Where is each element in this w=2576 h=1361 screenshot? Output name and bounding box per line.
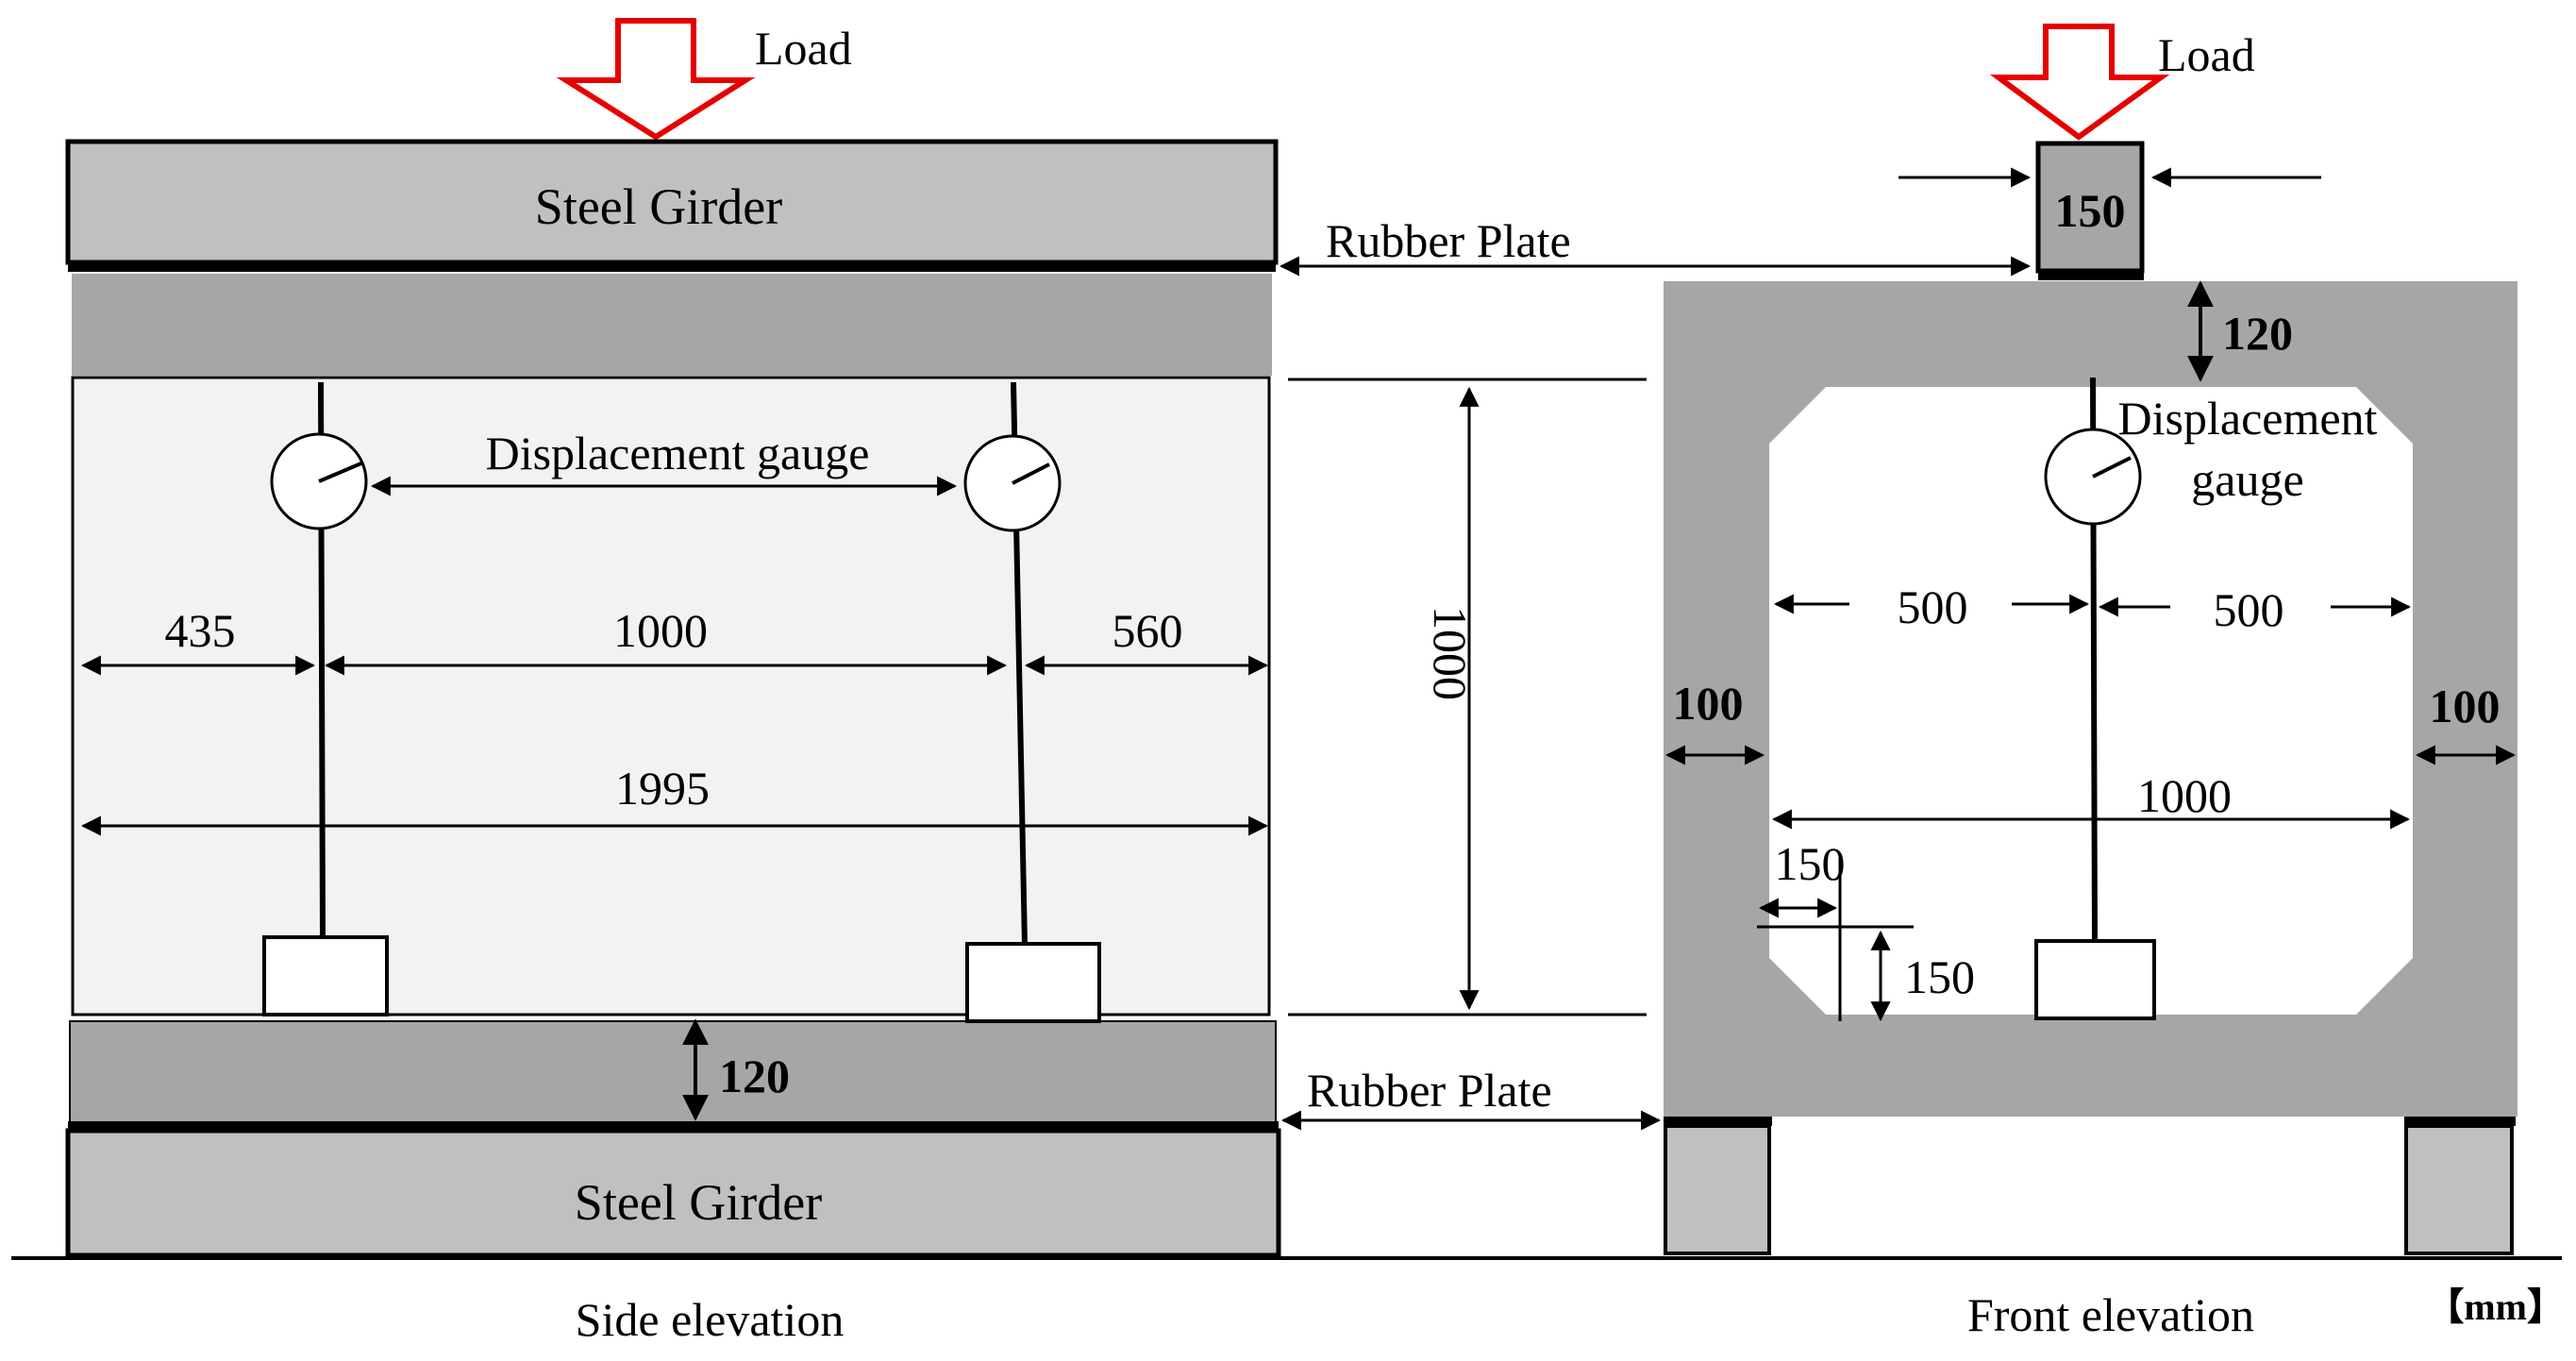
side-top-girder <box>65 139 1279 265</box>
side-top-girder-label: Steel Girder <box>535 178 782 235</box>
side-dim-435: 435 <box>165 604 236 657</box>
front-gauge <box>2034 377 2156 1020</box>
front-bottom-rubber-right <box>2404 1117 2516 1126</box>
height-dim-label: 1000 <box>1424 606 1477 700</box>
front-support-left <box>1664 1124 1771 1255</box>
side-elevation: Load Steel Girder Steel Girder <box>65 18 1281 1346</box>
front-dim-500-right-bg <box>2175 555 2321 657</box>
side-bottom-slab <box>69 1020 1277 1124</box>
side-dim-120: 120 <box>719 1050 790 1102</box>
front-elevation: Load 150 120 Displacement gauge 500 <box>1664 24 2565 1341</box>
front-top-rubber-plate <box>2038 271 2144 280</box>
side-load-label: Load <box>755 22 852 75</box>
side-gauge-label: Displacement gauge <box>486 427 870 479</box>
front-dim-500-left-bg <box>1862 555 2008 657</box>
front-dim-100-left: 100 <box>1673 677 1744 730</box>
front-load-label: Load <box>2158 28 2255 81</box>
side-dim-560: 560 <box>1112 604 1183 657</box>
side-load-arrow-icon <box>556 18 756 141</box>
front-bottom-rubber-left <box>1664 1117 1772 1126</box>
side-bottom-girder-label: Steel Girder <box>575 1174 822 1231</box>
front-dim-150-v: 150 <box>1904 950 1975 1003</box>
side-gauge-2 <box>963 381 1101 1023</box>
front-loading-block <box>2035 141 2145 274</box>
rubber-plate-top-label: Rubber Plate <box>1326 214 1571 267</box>
front-box-culvert <box>1664 281 2517 1117</box>
front-caption: Front elevation <box>1967 1288 2254 1341</box>
front-dim-100-right: 100 <box>2430 680 2501 732</box>
side-dim-1000: 1000 <box>613 604 708 657</box>
side-dim-1995: 1995 <box>615 762 710 815</box>
front-dim-120: 120 <box>2222 307 2293 360</box>
front-dim-150-h: 150 <box>1775 837 1846 890</box>
side-top-rubber-plate <box>68 262 1276 272</box>
front-gauge-label-line1: Displacement <box>2118 392 2378 445</box>
front-dim-500-right: 500 <box>2214 583 2284 636</box>
front-support-right <box>2404 1124 2514 1255</box>
side-bottom-girder <box>65 1128 1281 1258</box>
rubber-plate-bottom-label: Rubber Plate <box>1307 1064 1552 1117</box>
middle-annotations: Rubber Plate 1000 Rubber Plate <box>1279 214 2032 1131</box>
side-caption: Side elevation <box>576 1293 845 1346</box>
side-gauge-1 <box>262 381 389 1017</box>
side-top-slab <box>72 274 1272 376</box>
front-block-label: 150 <box>2055 184 2126 237</box>
front-load-arrow-icon <box>1989 24 2170 141</box>
unit-label: 【mm】 <box>2426 1285 2565 1328</box>
side-bottom-rubber-plate <box>68 1121 1279 1131</box>
front-dim-500-left: 500 <box>1898 580 1968 633</box>
front-dim-1000: 1000 <box>2137 769 2232 822</box>
front-gauge-label-line2: gauge <box>2191 453 2303 506</box>
